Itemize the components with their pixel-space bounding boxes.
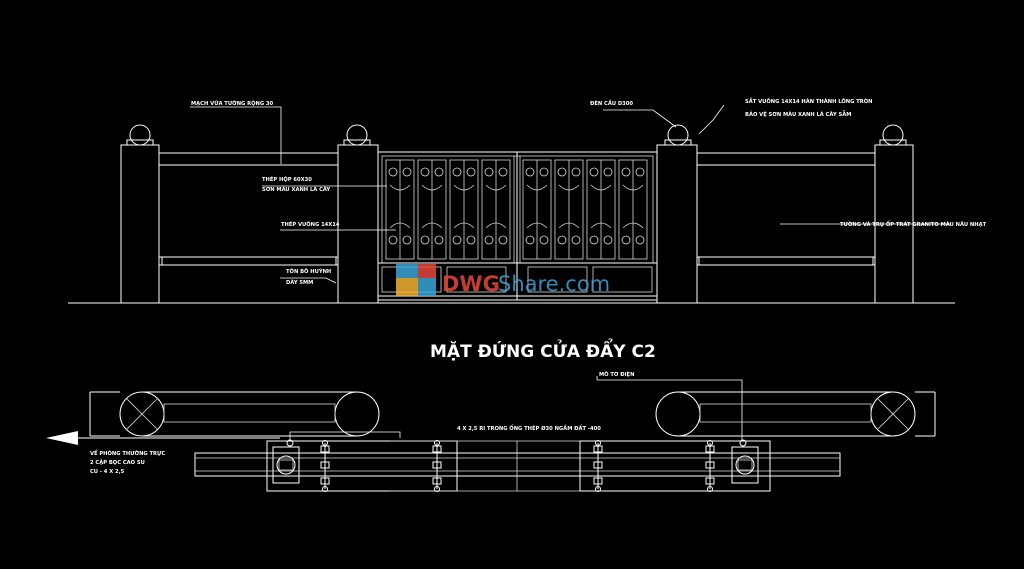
pillar-gate-left (337, 124, 379, 304)
watermark-brand-a: DWG (442, 272, 500, 296)
label-ve-phong-3: CU - 4 X 2,5 (90, 469, 125, 475)
gate-bay (554, 159, 584, 260)
plan-right-band (655, 391, 936, 437)
gate-bays (385, 159, 648, 260)
pillar-gate-right (656, 124, 698, 304)
gate-bay (385, 159, 415, 260)
label-son-mau-2: BẢO VỆ SƠN MÀU XANH LÁ CÂY SẪM (745, 110, 851, 118)
label-den-cau: ĐÈN CẦU D300 (590, 98, 633, 107)
roller-clamp (432, 440, 442, 492)
drawing-title: MẶT ĐỨNG CỬA ĐẨY C2 (430, 337, 656, 362)
lamp-ball-icon (129, 124, 151, 146)
label-ve-phong-2: 2 CẶP BỌC CAO SU (90, 459, 145, 466)
sliding-gate (377, 151, 658, 301)
label-sat-vuong: SẮT VUÔNG 14X14 HÀN THÀNH LÔNG TRÒN (745, 97, 873, 105)
label-mach-vua: MẠCH VỮA TƯỜNG RỘNG 30 (191, 100, 274, 107)
right-wall (696, 152, 876, 304)
gate-bay (417, 159, 447, 260)
plan-rollers (320, 440, 715, 492)
motor-left-icon (272, 439, 300, 484)
label-son-mau-1: SƠN MÀU XANH LÁ CÂY (262, 186, 330, 193)
leader-mo-to (597, 379, 743, 440)
gate-bay (618, 159, 648, 260)
gate-bay (522, 159, 552, 260)
lamp-ball-icon (882, 124, 904, 146)
gate-bay (449, 159, 479, 260)
arrow-left-icon (46, 431, 280, 445)
gate-elevation: MẠCH VỮA TƯỜNG RỘNG 30 THÉP HỘP 60X30 SƠ… (68, 97, 987, 304)
roller-clamp (320, 440, 330, 492)
gate-plan: MÔ TƠ ĐIỆN 4 X 2,5 RI TRONG ỐNG THÉP Ø30… (46, 370, 936, 492)
watermark: DWG Share.com (396, 264, 610, 296)
pillar-far-left (120, 124, 160, 304)
elevation-leaders (190, 104, 951, 284)
roller-clamp (705, 440, 715, 492)
gate-bay (586, 159, 616, 260)
leader-cable (289, 431, 401, 440)
label-tuong: TƯỜNG VÀ TRỤ ỐP TRÁT GRANITO MÀU NÂU NHẠ… (840, 220, 987, 228)
motor-right-icon (731, 439, 759, 484)
plan-left-band (89, 391, 380, 437)
label-ton-bo: TÔN BÔ HUỲNH (286, 268, 331, 275)
pillar-far-right (874, 124, 914, 304)
roller-clamp (593, 440, 603, 492)
label-mo-to: MÔ TƠ ĐIỆN (599, 370, 634, 378)
label-ve-phong-1: VỀ PHÒNG THƯỜNG TRỰC (90, 448, 165, 457)
label-day: DÀY 5MM (286, 279, 313, 286)
label-thep-hop: THÉP HỘP 60X30 (262, 175, 312, 183)
lamp-ball-icon (346, 124, 368, 146)
label-thep-vuong: THÉP VUÔNG 14X14 (281, 220, 340, 228)
dwgshare-logo-icon (396, 264, 436, 296)
watermark-brand-b: Share.com (498, 272, 610, 296)
gate-bay (481, 159, 511, 260)
label-ray: 4 X 2,5 RI TRONG ỐNG THÉP Ø30 NGẦM ĐẤT -… (457, 423, 601, 432)
lamp-ball-icon (667, 124, 689, 146)
